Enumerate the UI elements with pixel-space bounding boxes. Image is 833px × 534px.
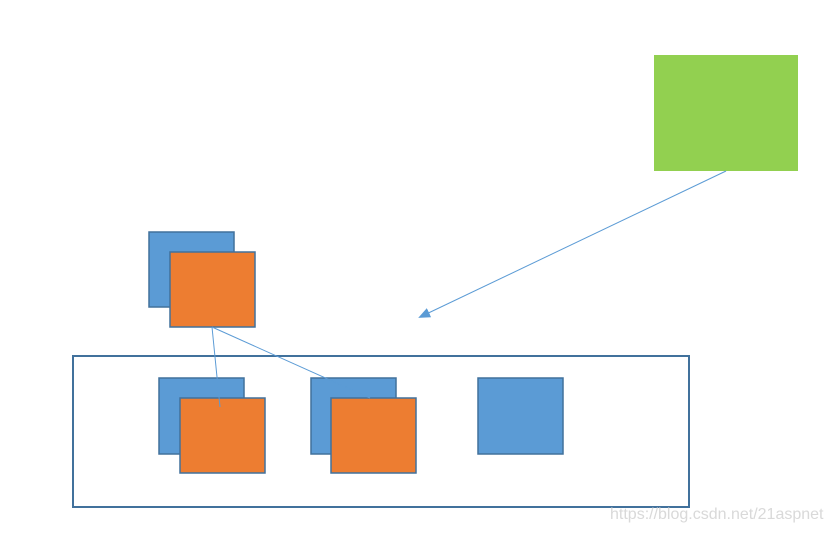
orange-square-top <box>169 251 256 328</box>
blue-square-slot-3 <box>477 377 564 455</box>
arrow-connector <box>418 170 727 318</box>
connector-line-1 <box>211 326 221 408</box>
container-box <box>72 355 690 508</box>
watermark-text: https://blog.csdn.net/21aspnet <box>610 506 824 523</box>
orange-square-slot-1 <box>179 397 266 474</box>
orange-square-slot-2 <box>330 397 417 474</box>
green-square <box>654 55 798 171</box>
connector-line-2 <box>211 326 371 399</box>
